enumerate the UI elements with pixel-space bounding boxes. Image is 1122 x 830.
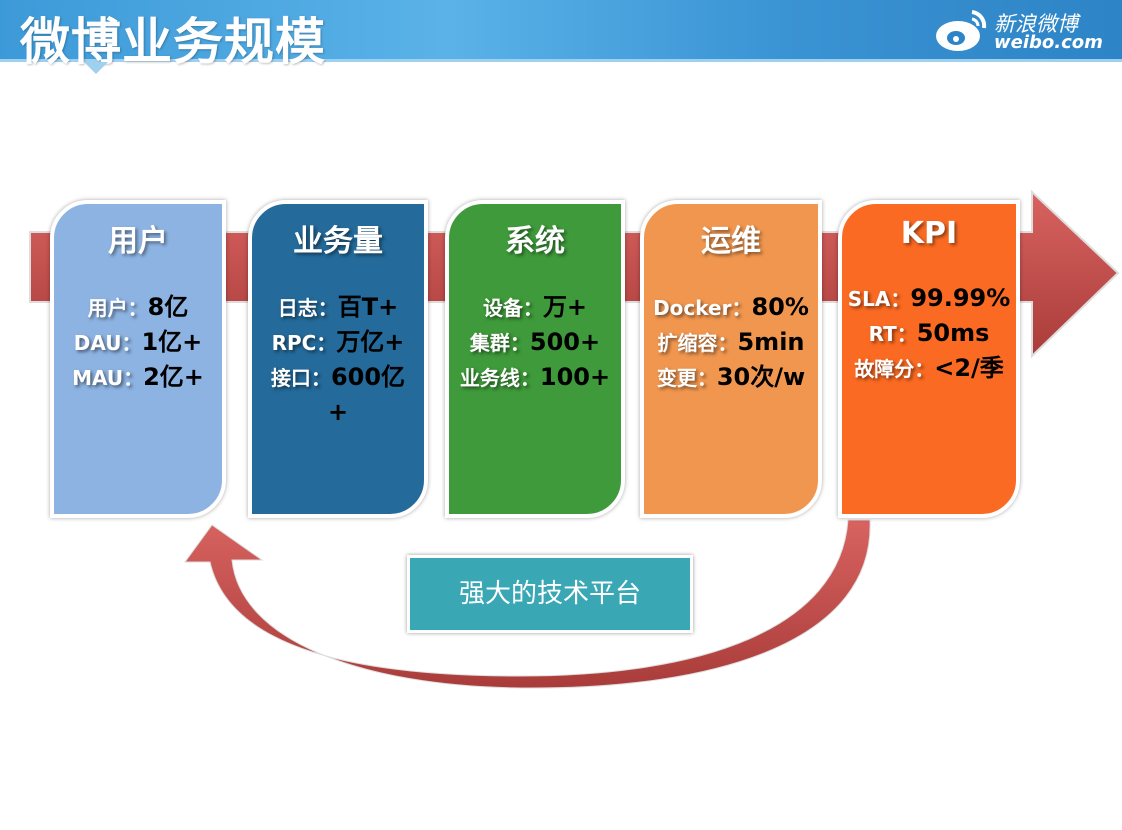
stat-label: 集群：	[469, 331, 530, 355]
stat-value: 100+	[539, 363, 611, 391]
card-business: 业务量 日志：百T+ RPC：万亿+ 接口：600亿+	[248, 200, 428, 518]
stat-row: SLA：99.99%	[842, 281, 1016, 316]
logo-text-cn: 新浪微博	[994, 12, 1078, 36]
stat-value: 百T+	[337, 293, 399, 321]
stat-label: RPC：	[271, 331, 337, 355]
card-users: 用户 用户：8亿 DAU：1亿+ MAU：2亿+	[50, 200, 226, 518]
stat-label: 变更：	[656, 366, 717, 390]
stat-label: SLA：	[847, 287, 911, 311]
stat-value: 8亿	[147, 293, 189, 321]
stat-value: 500+	[529, 328, 601, 356]
card-title: KPI	[900, 216, 958, 251]
return-arrow	[184, 519, 871, 689]
card-title: 业务量	[293, 224, 383, 259]
stat-label: 用户：	[87, 296, 148, 320]
weibo-logo: 新浪微博 weibo.com	[932, 6, 1103, 56]
stat-label: 接口：	[270, 366, 331, 390]
stat-value: 99.99%	[910, 284, 1011, 312]
stat-label: 设备：	[482, 296, 543, 320]
stat-row: RT：50ms	[842, 316, 1016, 351]
stat-row: 接口：600亿+	[252, 360, 424, 429]
title-pointer	[84, 62, 108, 74]
stat-value: 5min	[737, 328, 805, 356]
stat-value: 600亿+	[327, 363, 406, 426]
card-title: 运维	[701, 224, 761, 259]
stat-value: 50ms	[916, 319, 990, 347]
stat-label: RT：	[868, 322, 917, 346]
stat-label: 业务线：	[459, 366, 540, 390]
logo-text-en: weibo.com	[994, 32, 1103, 53]
stat-value: 30次/w	[716, 363, 806, 391]
stat-row: RPC：万亿+	[252, 325, 424, 360]
stat-row: 用户：8亿	[54, 290, 222, 325]
stat-value: 万亿+	[336, 328, 405, 356]
card-ops: 运维 Docker：80% 扩缩容：5min 变更：30次/w	[640, 200, 822, 518]
stat-label: 扩缩容：	[657, 331, 738, 355]
stat-label: 故障分：	[854, 357, 935, 381]
stat-value: <2/季	[934, 354, 1004, 382]
stat-row: 变更：30次/w	[644, 360, 818, 395]
stat-label: MAU：	[72, 366, 144, 390]
stat-label: 日志：	[277, 296, 338, 320]
stat-value: 1亿+	[141, 328, 203, 356]
stat-value: 万+	[542, 293, 588, 321]
stat-label: DAU：	[73, 331, 142, 355]
stat-value: 2亿+	[143, 363, 204, 391]
stat-row: 设备：万+	[449, 290, 621, 325]
page-title: 微博业务规模	[20, 13, 326, 71]
card-kpi: KPI SLA：99.99% RT：50ms 故障分：<2/季	[838, 200, 1020, 518]
stat-row: 业务线：100+	[449, 360, 621, 395]
stat-row: DAU：1亿+	[54, 325, 222, 360]
stat-row: 扩缩容：5min	[644, 325, 818, 360]
stat-row: 集群：500+	[449, 325, 621, 360]
stat-row: 日志：百T+	[252, 290, 424, 325]
platform-box: 强大的技术平台	[407, 555, 693, 633]
card-system: 系统 设备：万+ 集群：500+ 业务线：100+	[445, 200, 625, 518]
stat-label: Docker：	[653, 296, 752, 320]
weibo-eye-icon	[936, 10, 987, 51]
stat-row: 故障分：<2/季	[842, 351, 1016, 386]
card-title: 系统	[505, 224, 565, 259]
stat-row: Docker：80%	[644, 290, 818, 325]
card-title: 用户	[108, 224, 168, 259]
header-bar: 微博业务规模 新浪微博 weibo.com	[0, 0, 1122, 71]
stat-row: MAU：2亿+	[54, 360, 222, 395]
stat-value: 80%	[751, 293, 809, 321]
